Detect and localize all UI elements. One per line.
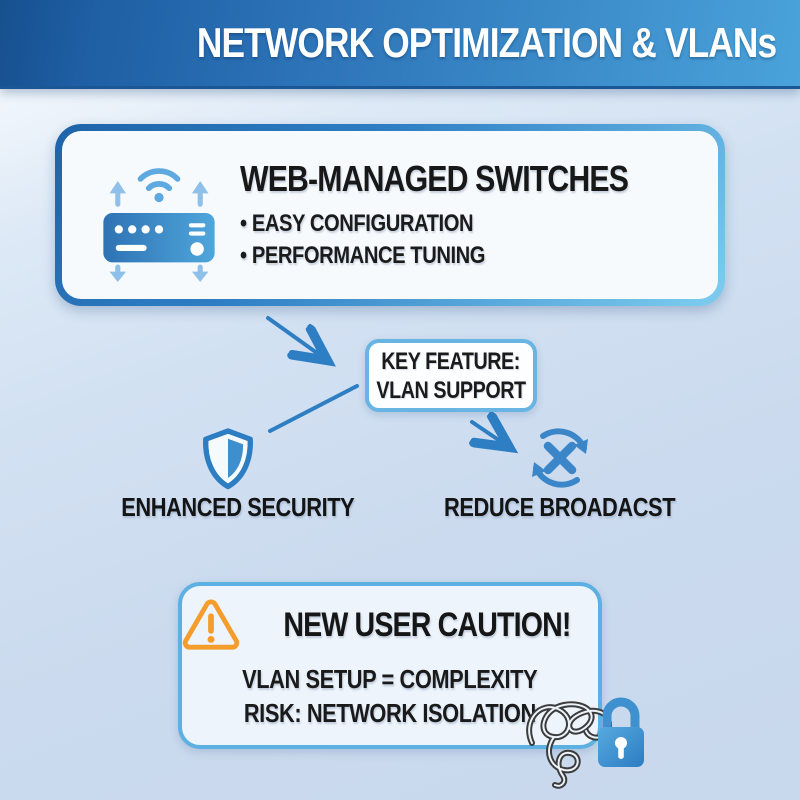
switch-slot <box>115 244 147 252</box>
arrow-card-to-keyfeature <box>266 316 324 358</box>
page-title: NETWORK OPTIMIZATION & VLANs <box>196 19 777 66</box>
benefit-broadcast: REDUCE BROADACST <box>430 492 690 523</box>
wifi-icon <box>137 168 181 192</box>
switch-power-led <box>190 242 204 256</box>
key-feature-line-2: VLAN SUPPORT <box>376 376 526 404</box>
switches-card-text: WEB-MANAGED SWITCHES EASY CONFIGURATION … <box>234 158 718 272</box>
warning-triangle-icon <box>182 599 240 650</box>
switch-status-lines <box>188 223 206 236</box>
switches-bullet-list: EASY CONFIGURATION PERFORMANCE TUNING <box>240 208 718 272</box>
caution-lines: VLAN SETUP = COMPLEXITY RISK: NETWORK IS… <box>182 662 598 730</box>
benefit-security-label: ENHANCED SECURITY <box>121 492 355 522</box>
caution-header: NEW USER CAUTION! <box>182 598 598 652</box>
tangled-cable-icon <box>526 701 612 789</box>
tangle-lock-decoration <box>526 697 644 789</box>
switch-device-graphic <box>103 168 215 282</box>
up-arrow-icon <box>109 181 209 207</box>
bullet-item: PERFORMANCE TUNING <box>240 240 642 272</box>
bullet-item: EASY CONFIGURATION <box>240 208 642 240</box>
benefit-broadcast-label: REDUCE BROADACST <box>444 492 676 522</box>
benefit-security: ENHANCED SECURITY <box>108 492 368 523</box>
caution-line-2: RISK: NETWORK ISOLATION <box>243 698 537 728</box>
key-feature-box: KEY FEATURE: VLAN SUPPORT <box>365 339 537 412</box>
lock-icon <box>598 697 644 767</box>
line-keyfeature-to-shield <box>268 384 359 433</box>
caution-line-1: VLAN SETUP = COMPLEXITY <box>242 664 538 694</box>
wifi-dot <box>154 192 164 203</box>
switches-card-inner: WEB-MANAGED SWITCHES EASY CONFIGURATION … <box>62 131 718 299</box>
web-managed-switch-icon <box>84 147 234 283</box>
header-banner: NETWORK OPTIMIZATION & VLANs <box>0 0 800 89</box>
caution-title: NEW USER CAUTION! <box>283 605 571 644</box>
arrow-keyfeature-to-broadcast <box>472 422 506 445</box>
down-arrow-icon <box>109 264 209 282</box>
switches-card: WEB-MANAGED SWITCHES EASY CONFIGURATION … <box>55 124 725 306</box>
switches-card-title: WEB-MANAGED SWITCHES <box>240 158 629 199</box>
broadcast-cancel-cycle-icon <box>532 428 588 488</box>
shield-icon <box>203 428 253 490</box>
switch-ports <box>114 225 164 234</box>
key-feature-line-1: KEY FEATURE: <box>381 347 521 375</box>
